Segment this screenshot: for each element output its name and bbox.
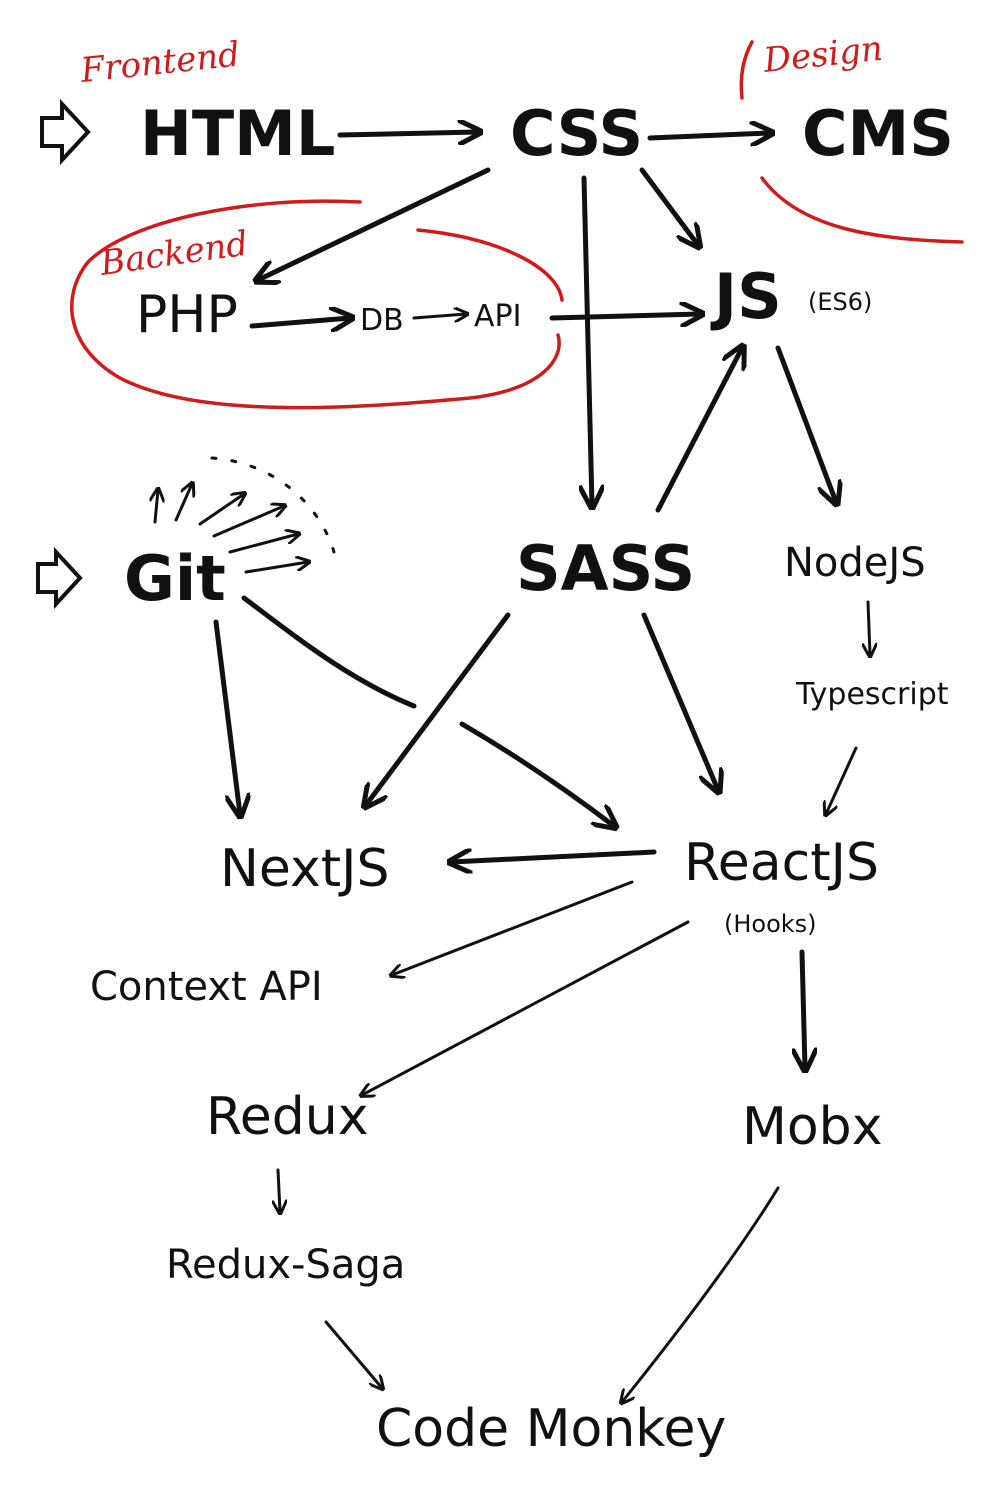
node-html: HTML xyxy=(140,97,335,170)
edge-nodejs-typescript xyxy=(868,600,870,655)
edge-redux-saga-code-monkey xyxy=(324,1320,382,1388)
git-burst-icon xyxy=(155,456,336,574)
edge-sass-nextjs xyxy=(366,612,511,805)
group-label-design: Design xyxy=(761,29,885,81)
node-php: PHP xyxy=(136,285,238,345)
edge-git-reactjs xyxy=(241,595,614,826)
edge-mobx-code-monkey xyxy=(622,1186,780,1402)
design-bracket-top xyxy=(739,40,754,100)
edge-php-db xyxy=(249,318,350,326)
node-redux: Redux xyxy=(206,1087,369,1147)
node-api: API xyxy=(474,299,521,334)
node-nodejs: NodeJS xyxy=(784,540,926,586)
group-label-frontend: Frontend xyxy=(78,34,242,91)
edge-reactjs-context-api xyxy=(392,880,634,975)
edge-typescript-reactjs xyxy=(826,746,858,814)
design-bracket-bottom xyxy=(760,176,964,244)
group-label-backend: Backend xyxy=(97,224,251,284)
node-js: JS xyxy=(710,260,782,333)
node-nextjs: NextJS xyxy=(220,839,389,899)
node-mobx: Mobx xyxy=(742,1097,882,1157)
node-js-note: (ES6) xyxy=(808,288,872,316)
node-db: DB xyxy=(360,303,404,338)
edge-html-css xyxy=(337,132,478,135)
node-git: Git xyxy=(124,542,226,615)
edge-redux-redux-saga xyxy=(278,1168,280,1212)
node-context-api: Context API xyxy=(90,964,323,1010)
edge-css-sass xyxy=(584,175,592,505)
edge-db-api xyxy=(412,314,466,318)
entry-arrow-git xyxy=(36,546,83,610)
edge-git-nextjs xyxy=(213,619,240,814)
edge-reactjs-redux xyxy=(362,920,690,1095)
edge-js-nodejs xyxy=(775,345,836,502)
node-css: CSS xyxy=(510,97,643,170)
node-code-monkey: Code Monkey xyxy=(376,1399,726,1459)
backend-outline xyxy=(70,199,564,410)
node-reactjs-note: (Hooks) xyxy=(724,910,817,938)
edge-css-cms xyxy=(647,133,770,138)
edge-css-js xyxy=(639,167,698,245)
edge-reactjs-nextjs xyxy=(452,852,657,862)
node-typescript: Typescript xyxy=(795,677,949,712)
entry-arrow-html xyxy=(40,98,91,166)
edge-reactjs-mobx xyxy=(802,949,805,1068)
edge-css-php xyxy=(258,167,491,280)
edge-api-js xyxy=(549,314,700,318)
edge-sass-reactjs xyxy=(641,612,718,790)
node-reactjs: ReactJS xyxy=(684,833,879,893)
edge-sass-js xyxy=(655,348,742,513)
node-cms: CMS xyxy=(802,97,954,170)
node-sass: SASS xyxy=(516,532,695,605)
node-redux-saga: Redux-Saga xyxy=(166,1242,405,1288)
